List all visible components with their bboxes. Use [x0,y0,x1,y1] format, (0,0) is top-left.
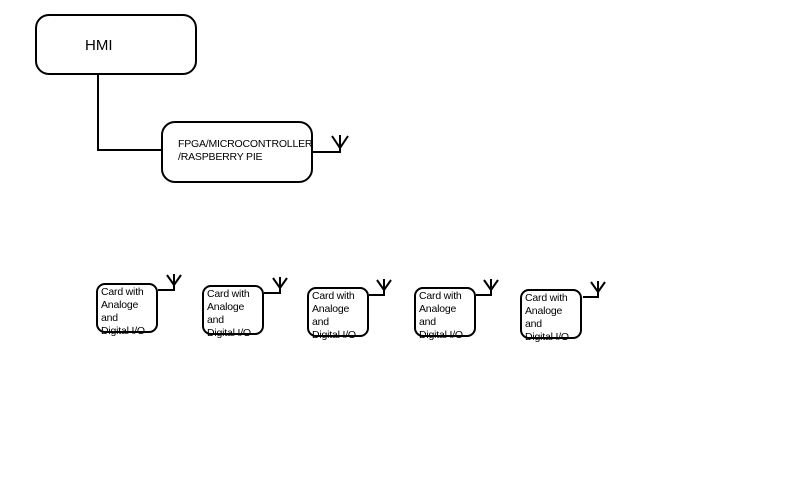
controller-label: FPGA/MICROCONTROLLER /RASPBERRY PIE [178,138,313,163]
hmi-label: HMI [85,37,113,54]
io-card-1: Card with Analoge and Digital I/O [96,283,158,337]
io-card-3: Card with Analoge and Digital I/O [307,287,369,341]
card-3-antenna-icon [369,279,392,296]
card-5-antenna-icon [583,281,606,298]
io-card-label: Card with Analoge and Digital I/O [207,288,251,339]
hmi-box: HMI [35,14,197,75]
controller-antenna-icon [313,135,349,153]
io-card-label: Card with Analoge and Digital I/O [419,290,463,341]
io-card-label: Card with Analoge and Digital I/O [101,286,145,337]
card-2-antenna-icon [264,277,288,294]
io-card-label: Card with Analoge and Digital I/O [312,290,356,341]
io-card-2: Card with Analoge and Digital I/O [202,285,264,339]
io-card-label: Card with Analoge and Digital I/O [525,292,569,343]
card-4-antenna-icon [476,279,499,296]
io-card-5: Card with Analoge and Digital I/O [520,289,582,343]
controller-box: FPGA/MICROCONTROLLER /RASPBERRY PIE [161,121,313,183]
card-1-antenna-icon [158,274,182,291]
hmi-controller-connector [97,75,161,151]
io-card-4: Card with Analoge and Digital I/O [414,287,476,341]
